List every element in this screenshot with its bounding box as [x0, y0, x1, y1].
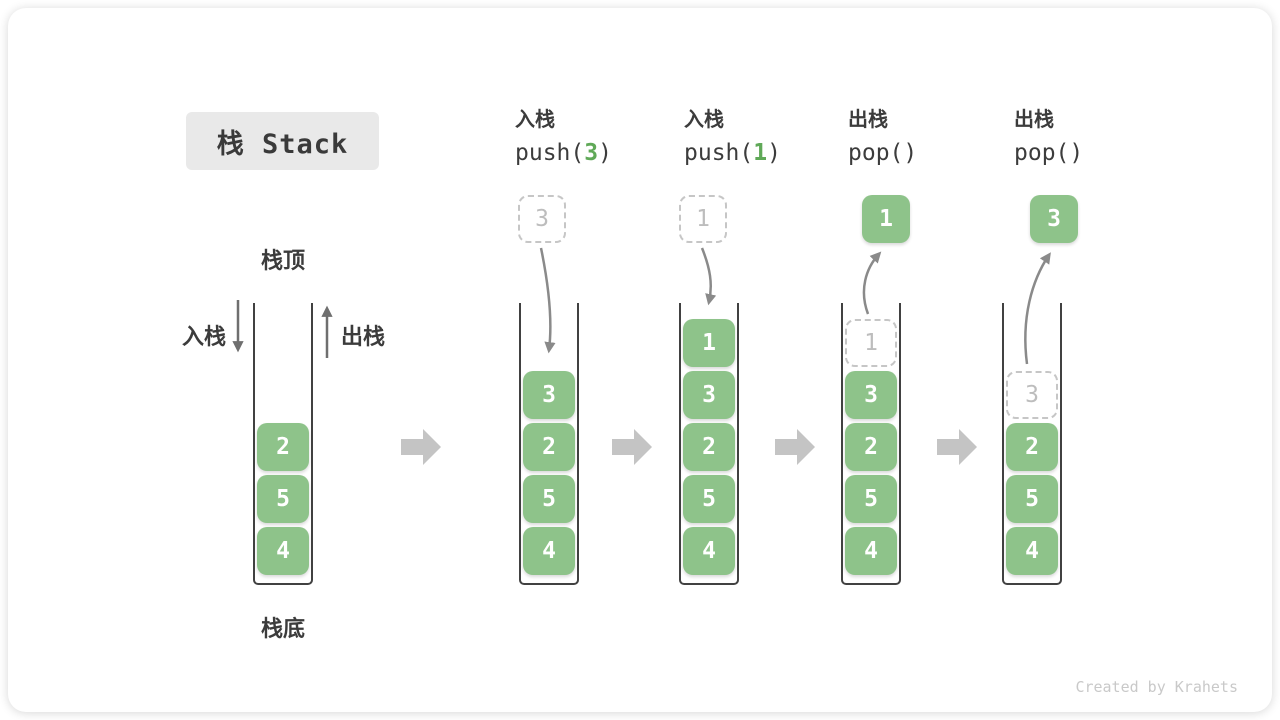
stack-cell-ghost: 3 — [1006, 371, 1058, 419]
op-argument: 1 — [753, 140, 768, 166]
pushed-element-ghost: 3 — [518, 195, 566, 243]
stage-arrow-icon — [612, 429, 652, 465]
stage-op-name: 入栈 — [515, 109, 555, 131]
stage-label-pop-3: 出栈 pop() — [1014, 103, 1083, 166]
popped-element: 3 — [1030, 195, 1078, 243]
stack-cell: 5 — [1006, 475, 1058, 523]
watermark: Created by Krahets — [1075, 678, 1238, 696]
op-argument: 3 — [584, 140, 599, 166]
stage-label-push-1: 入栈 push(1) — [684, 103, 781, 166]
diagram-title: 栈 Stack — [186, 112, 379, 170]
stack-cell-ghost: 1 — [845, 319, 897, 367]
stage-arrow-icon — [401, 429, 441, 465]
stage-label-push-3: 入栈 push(3) — [515, 103, 612, 166]
stack-cell: 4 — [845, 527, 897, 575]
stack-cell: 2 — [257, 423, 309, 471]
stack-cell: 4 — [683, 527, 735, 575]
push-curve-arrow-icon — [700, 247, 717, 306]
pop-side-label: 出栈 — [341, 324, 386, 349]
stack-cell: 2 — [523, 423, 575, 471]
stage-arrow-icon — [775, 429, 815, 465]
stage-arrow-icon — [937, 429, 977, 465]
stage-op-code: push(1) — [684, 140, 781, 166]
stack-cell: 5 — [523, 475, 575, 523]
stack-cell: 2 — [845, 423, 897, 471]
stage-op-name: 出栈 — [848, 109, 888, 131]
stage-op-name: 入栈 — [684, 109, 724, 131]
stack-cell: 4 — [523, 527, 575, 575]
stack-cell: 2 — [683, 423, 735, 471]
stack-cell: 4 — [257, 527, 309, 575]
stack-cell: 5 — [683, 475, 735, 523]
stage-op-name: 出栈 — [1014, 109, 1054, 131]
stage-op-code: pop() — [848, 140, 918, 166]
stage-op-code: pop() — [1014, 140, 1084, 166]
stage-op-code: push(3) — [515, 140, 612, 166]
stack-cell: 4 — [1006, 527, 1058, 575]
stack-cell: 5 — [845, 475, 897, 523]
popped-element: 1 — [862, 195, 910, 243]
stack-cell: 3 — [523, 371, 575, 419]
stack-cell: 1 — [683, 319, 735, 367]
diagram-title-text: 栈 Stack — [216, 128, 349, 160]
pushed-element-ghost: 1 — [679, 195, 727, 243]
stack-top-label: 栈顶 — [260, 248, 305, 273]
stack-cell: 5 — [257, 475, 309, 523]
stack-cell: 3 — [683, 371, 735, 419]
push-side-label: 入栈 — [181, 324, 226, 349]
stage-label-pop-1: 出栈 pop() — [848, 103, 917, 166]
stack-bottom-label: 栈底 — [260, 616, 305, 641]
stack-cell: 2 — [1006, 423, 1058, 471]
stack-cell: 3 — [845, 371, 897, 419]
